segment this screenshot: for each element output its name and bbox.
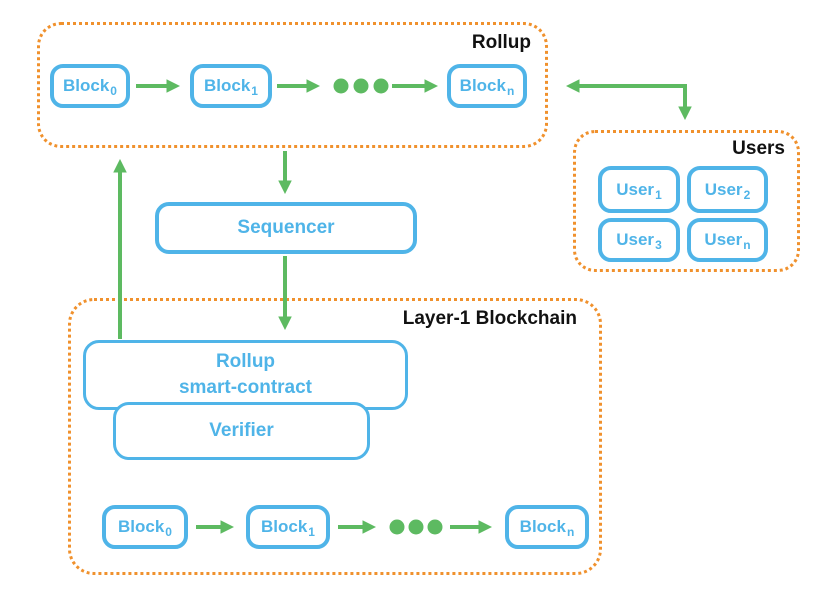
rollup-title: Rollup xyxy=(471,32,531,53)
block-subscript: 0 xyxy=(165,525,172,539)
block-subscript: n xyxy=(566,525,575,539)
block-label: Block xyxy=(459,76,506,95)
user-subscript: 3 xyxy=(655,238,662,252)
block-label: Block xyxy=(519,517,566,536)
user-label: User xyxy=(704,230,743,249)
block-subscript: 0 xyxy=(110,84,117,98)
sequencer-box: Sequencer xyxy=(155,202,417,254)
layer1-title: Layer-1 Blockchain xyxy=(402,308,577,329)
users-container: Users xyxy=(573,130,800,272)
layer1-container: Layer-1 Blockchain xyxy=(68,298,602,575)
users-title: Users xyxy=(732,138,785,159)
user-label: User xyxy=(616,179,655,199)
block-label: Block xyxy=(204,76,251,95)
block-label: Block xyxy=(261,517,308,536)
block-subscript: 1 xyxy=(308,525,315,539)
sequencer-label: Sequencer xyxy=(237,217,335,239)
block-subscript: n xyxy=(506,84,515,98)
block-subscript: 1 xyxy=(251,84,258,98)
user-subscript: 2 xyxy=(743,187,751,202)
block-label: Block xyxy=(63,76,110,95)
block-label: Block xyxy=(118,517,165,536)
user-subscript: n xyxy=(743,238,751,252)
user-label: User xyxy=(616,230,655,249)
verifier-label: Verifier xyxy=(209,420,274,442)
user-label: User xyxy=(704,179,743,199)
user-subscript: 1 xyxy=(655,187,662,202)
rollup-container: Rollup xyxy=(37,22,548,148)
verifier-box: Verifier xyxy=(113,402,370,460)
